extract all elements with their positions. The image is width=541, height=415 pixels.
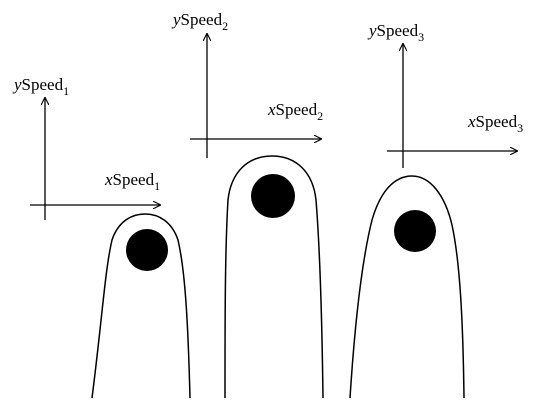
finger-1-marker-dot: [126, 229, 168, 271]
finger-3-outline: [349, 175, 465, 399]
finger-3-y-label: ySpeed3: [367, 21, 424, 44]
finger-2-outline: [224, 155, 324, 399]
finger-2: ySpeed2 xSpeed2: [171, 10, 324, 399]
finger-1-outline: [91, 213, 191, 399]
finger-3-x-label: xSpeed3: [467, 112, 523, 135]
finger-1: ySpeed1 xSpeed1: [12, 75, 191, 399]
finger-1-y-label: ySpeed1: [12, 75, 69, 98]
finger-2-y-label: ySpeed2: [171, 10, 228, 33]
finger-2-marker-dot: [251, 174, 295, 218]
finger-1-x-label: xSpeed1: [104, 170, 160, 193]
finger-2-x-label: xSpeed2: [267, 100, 323, 123]
finger-3-marker-dot: [394, 210, 436, 252]
finger-3: ySpeed3 xSpeed3: [349, 21, 523, 399]
